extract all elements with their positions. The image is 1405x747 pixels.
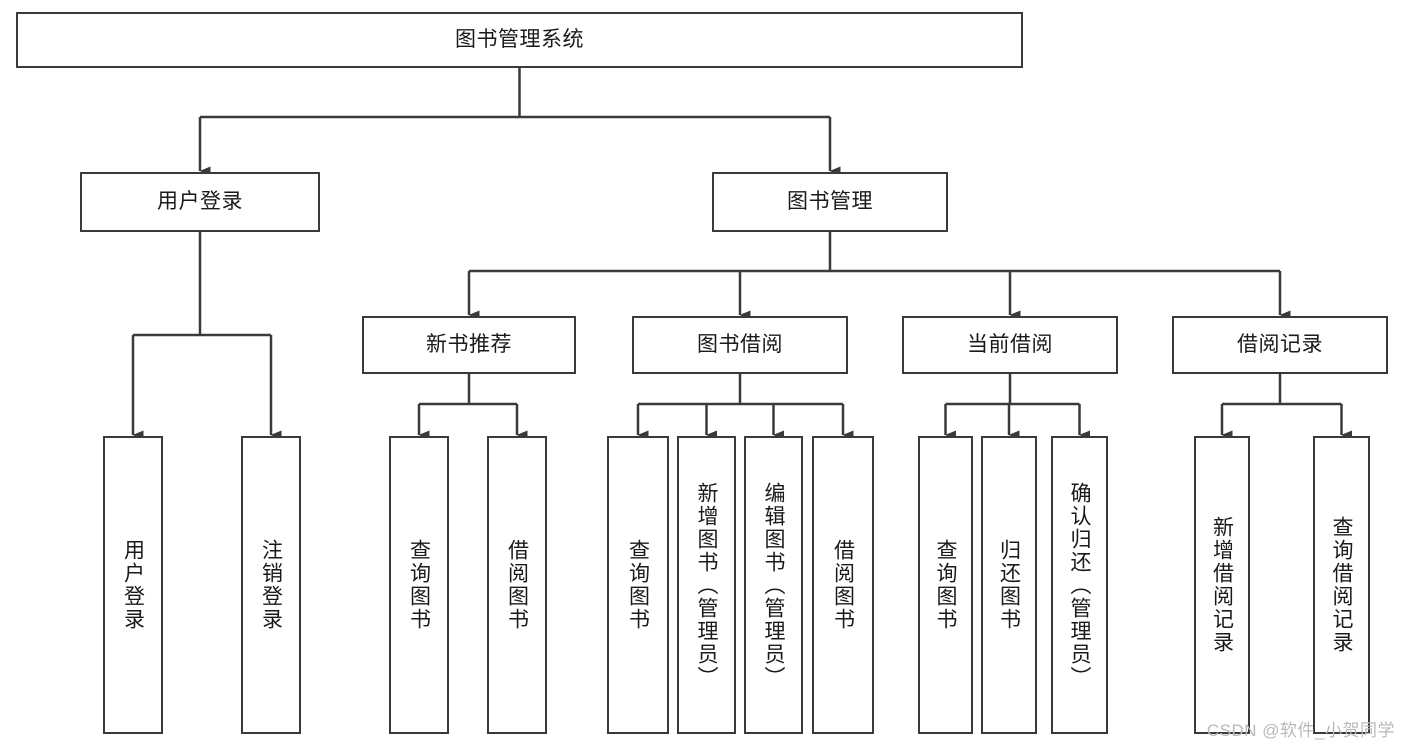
leaf-confirm-return-label: 确认归还（管理员）	[1068, 481, 1091, 689]
leaf-edit-book[interactable]: 编辑图书（管理员）	[744, 436, 803, 734]
node-borrow-record-label: 借阅记录	[1237, 332, 1323, 356]
node-user-login-label: 用户登录	[157, 189, 243, 213]
leaf-borrow-book-1-label: 借阅图书	[505, 539, 529, 631]
node-book-management[interactable]: 图书管理	[712, 172, 948, 232]
node-current-borrowing-label: 当前借阅	[967, 332, 1053, 356]
leaf-user-login-label: 用户登录	[121, 539, 145, 631]
leaf-add-borrow-record-label: 新增借阅记录	[1210, 516, 1234, 654]
leaf-add-book-label: 新增图书（管理员）	[695, 481, 718, 689]
node-current-borrowing[interactable]: 当前借阅	[902, 316, 1118, 374]
node-borrow-record[interactable]: 借阅记录	[1172, 316, 1388, 374]
leaf-logout[interactable]: 注销登录	[241, 436, 301, 734]
leaf-query-book-2-label: 查询图书	[626, 539, 650, 631]
leaf-logout-label: 注销登录	[259, 539, 283, 631]
node-root[interactable]: 图书管理系统	[16, 12, 1023, 68]
node-root-label: 图书管理系统	[455, 27, 584, 51]
leaf-user-login[interactable]: 用户登录	[103, 436, 163, 734]
leaf-query-book-1[interactable]: 查询图书	[389, 436, 449, 734]
leaf-query-borrow-record-label: 查询借阅记录	[1330, 516, 1353, 654]
node-book-management-label: 图书管理	[787, 189, 873, 213]
leaf-query-book-3[interactable]: 查询图书	[918, 436, 973, 734]
leaf-query-book-2[interactable]: 查询图书	[607, 436, 669, 734]
node-user-login[interactable]: 用户登录	[80, 172, 320, 232]
node-new-book-recommendation[interactable]: 新书推荐	[362, 316, 576, 374]
leaf-query-borrow-record[interactable]: 查询借阅记录	[1313, 436, 1370, 734]
leaf-edit-book-label: 编辑图书（管理员）	[762, 481, 785, 689]
leaf-return-book-label: 归还图书	[997, 539, 1021, 631]
leaf-add-borrow-record[interactable]: 新增借阅记录	[1194, 436, 1250, 734]
leaf-add-book[interactable]: 新增图书（管理员）	[677, 436, 736, 734]
leaf-confirm-return[interactable]: 确认归还（管理员）	[1051, 436, 1108, 734]
leaf-borrow-book-1[interactable]: 借阅图书	[487, 436, 547, 734]
node-book-borrowing-label: 图书借阅	[697, 332, 783, 356]
node-book-borrowing[interactable]: 图书借阅	[632, 316, 848, 374]
leaf-borrow-book-2-label: 借阅图书	[831, 539, 855, 631]
leaf-query-book-3-label: 查询图书	[934, 539, 957, 631]
leaf-borrow-book-2[interactable]: 借阅图书	[812, 436, 874, 734]
leaf-query-book-1-label: 查询图书	[407, 539, 431, 631]
leaf-return-book[interactable]: 归还图书	[981, 436, 1037, 734]
node-new-book-recommendation-label: 新书推荐	[426, 332, 512, 356]
